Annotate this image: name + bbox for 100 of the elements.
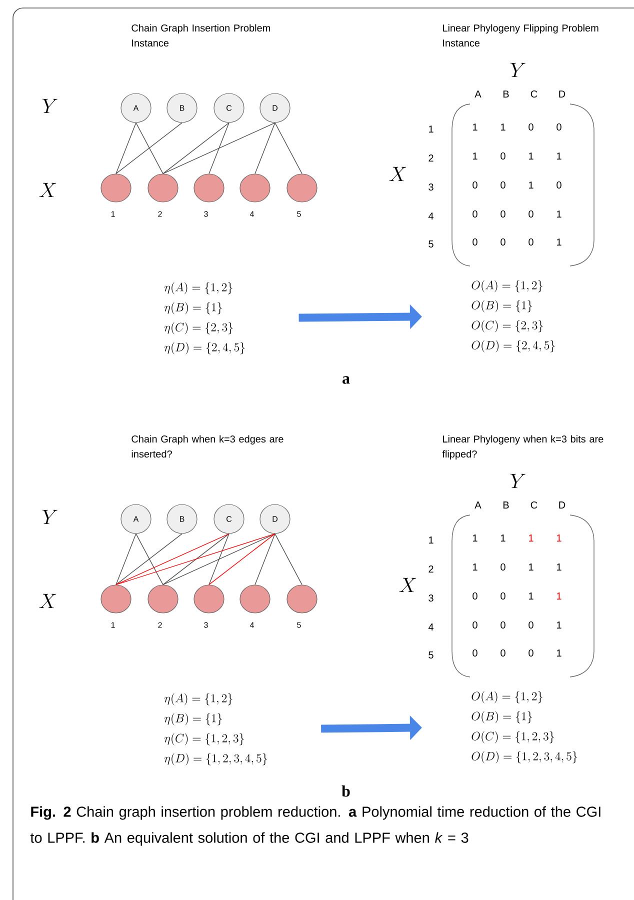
- axis-label: $X$: [39, 182, 56, 198]
- node-circle: [148, 584, 178, 614]
- panel-title: Chain Graph Insertion Problem Instance: [132, 24, 270, 47]
- row-header: 2: [428, 154, 434, 162]
- matrix-cell: 1: [528, 152, 534, 160]
- axis-label: $Y$: [510, 62, 526, 78]
- axis-label: $Y$: [42, 98, 58, 114]
- edge-line: [116, 533, 182, 586]
- axis-label: $X$: [389, 166, 406, 182]
- row-header: 5: [428, 240, 434, 248]
- matrix-cell: 0: [528, 210, 534, 218]
- matrix-cell: 0: [528, 238, 534, 246]
- formula-list: $O(A) = \{1, 2\}$ $O(B) = \{1\}$ $O(C) = \{1, 2, 3\}$ $O(D) = \{1, 2, 3, 4, 5\}$: [472, 691, 578, 764]
- node-number: 2: [158, 622, 162, 628]
- edge-line: [116, 122, 182, 174]
- matrix-cell: 1: [556, 238, 562, 246]
- matrix-cell: 0: [472, 649, 478, 657]
- node-circle: [148, 174, 178, 202]
- matrix-cell: 0: [500, 592, 506, 600]
- matrix-cell: 1: [556, 622, 562, 628]
- node-number: 4: [250, 622, 254, 628]
- matrix-cell: 1: [556, 210, 562, 218]
- edge-line: [116, 533, 276, 586]
- edge-line: [116, 533, 136, 586]
- matrix-cell: 1: [472, 124, 478, 130]
- row-header: 2: [428, 566, 434, 572]
- axis-label: $X$: [399, 578, 416, 592]
- column-header: C: [530, 501, 538, 509]
- row-header: 1: [428, 126, 434, 132]
- matrix-cell: 0: [556, 123, 562, 131]
- node-circle: [194, 174, 224, 202]
- row-header: 3: [428, 183, 434, 191]
- matrix-cell: 0: [500, 563, 506, 571]
- matrix-cell: 0: [528, 123, 534, 131]
- column-header: D: [559, 90, 566, 98]
- matrix-cell: 0: [472, 621, 478, 629]
- panel-title: Linear Phylogeny Flipping Problem Instance: [443, 24, 598, 47]
- axis-label: $Y$: [510, 474, 526, 488]
- matrix-cell: 0: [472, 210, 478, 218]
- node-number: 2: [158, 211, 162, 217]
- edge-line: [162, 533, 230, 586]
- edge-line: [274, 533, 302, 586]
- node-number: 1: [111, 622, 115, 628]
- axis-label: $Y$: [42, 510, 58, 524]
- panel-letter: b: [342, 785, 350, 797]
- edge-line: [208, 533, 276, 586]
- node-circle: [100, 584, 132, 614]
- matrix-cell: 1: [500, 534, 506, 542]
- edge-line: [208, 122, 230, 174]
- node-circle: [240, 584, 270, 614]
- column-header: B: [503, 90, 509, 98]
- matrix-cell: 1: [556, 152, 562, 160]
- column-header: D: [559, 502, 566, 508]
- edge-line: [254, 122, 276, 174]
- matrix-cell: 0: [556, 181, 562, 189]
- matrix-cell: 0: [500, 210, 506, 218]
- edge-line: [136, 533, 164, 586]
- matrix-cell: 0: [472, 181, 478, 189]
- node-circle: [286, 584, 318, 614]
- row-header: 3: [428, 594, 434, 602]
- column-header: B: [503, 502, 509, 508]
- column-header: A: [474, 502, 482, 508]
- edge-line: [162, 122, 276, 174]
- matrix-cell: 1: [500, 124, 506, 130]
- panel-title: Chain Graph when k=3 edges are inserted?: [132, 435, 284, 458]
- matrix-cell: 1: [472, 564, 478, 570]
- edge-line: [208, 533, 230, 586]
- row-header: 4: [428, 624, 434, 630]
- node-number: 4: [250, 211, 254, 217]
- matrix-cell: 0: [472, 238, 478, 246]
- figure-caption: Fig. 2 Chain graph insertion problem reduction. a Polynomial time reduction of the CGI to LPPF. b An equivalent solution of the CGI and LPPF when k = 3: [30, 806, 600, 846]
- matrix-cell: 1: [472, 152, 478, 160]
- edge-line: [162, 533, 276, 586]
- matrix-cell: 0: [500, 649, 506, 657]
- edge-line: [254, 533, 276, 586]
- matrix-cell: 0: [500, 238, 506, 246]
- matrix-cell: 0: [472, 592, 478, 600]
- formula-list: $\eta(A) = \{1, 2\}$ $\eta(B) = \{1\}$ $\eta(C) = \{2, 3\}$ $\eta(D) = \{2, 4, 5\}$: [164, 282, 245, 354]
- formula-list: $O(A) = \{1, 2\}$ $O(B) = \{1\}$ $O(C) = \{2, 3\}$ $O(D) = \{2, 4, 5\}$: [472, 280, 555, 352]
- node-circle: [240, 174, 270, 202]
- matrix-cell: 1: [528, 182, 534, 188]
- matrix-cell: 1: [528, 564, 534, 570]
- column-header: C: [530, 90, 538, 98]
- edge-line: [116, 122, 136, 174]
- row-header: 5: [428, 652, 434, 658]
- matrix-cell: 0: [500, 152, 506, 160]
- panel-title: Linear Phylogeny when k=3 bits are flipped?: [442, 435, 604, 460]
- node-circle: [100, 174, 132, 202]
- node-number: 3: [204, 622, 208, 628]
- node-number: 1: [111, 211, 115, 217]
- matrix-cell: 1: [556, 534, 562, 542]
- matrix-cell: 1: [556, 564, 562, 570]
- matrix-cell: 1: [472, 534, 478, 542]
- node-number: 5: [297, 622, 301, 628]
- matrix-cell: 1: [556, 650, 562, 656]
- matrix-cell: 0: [500, 621, 506, 629]
- matrix-cell: 0: [500, 181, 506, 189]
- matrix-cell: 1: [528, 592, 534, 600]
- edge-line: [274, 122, 302, 174]
- row-header: 4: [428, 212, 434, 220]
